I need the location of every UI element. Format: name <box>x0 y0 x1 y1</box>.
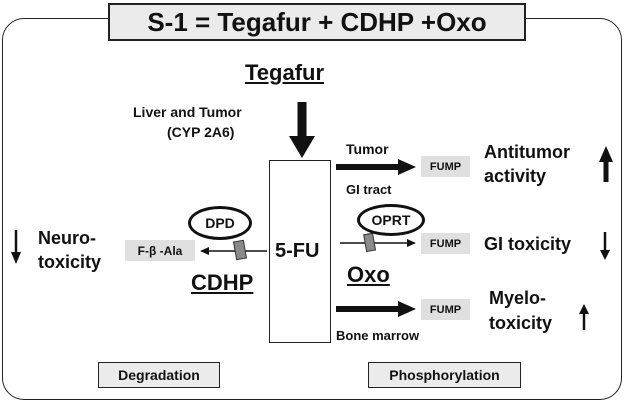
degradation-box: Degradation <box>98 362 220 388</box>
bone-marrow-label: Bone marrow <box>336 328 420 343</box>
gi-tract-label: GI tract <box>346 182 392 197</box>
fump-tag-tumor: FUMP <box>421 156 470 177</box>
f-beta-ala-tag: F-β -Ala <box>125 240 195 261</box>
bone-marrow-arrow-head <box>398 301 416 317</box>
oxo-label: Oxo <box>347 262 390 287</box>
myelotoxicity-label: toxicity <box>489 313 553 333</box>
antitumor-label: Antitumor <box>484 142 570 162</box>
gi-toxicity-label: GI toxicity <box>484 234 572 254</box>
tegafur-arrow-head <box>289 136 315 158</box>
title-box: S-1 = Tegafur + CDHP +Oxo <box>108 3 526 41</box>
cyp2a6-label: (CYP 2A6) <box>167 124 235 140</box>
tumor-label: Tumor <box>346 141 389 157</box>
degradation-arrow-head <box>200 247 209 255</box>
oxo-inhibitor-block <box>363 232 377 253</box>
myelo-label: Myelo- <box>489 288 547 308</box>
myelo-up-arrow-head <box>579 304 589 314</box>
gi-arrow-head <box>407 239 416 247</box>
fump-tag-bone-marrow: FUMP <box>421 299 470 320</box>
dpd-label: DPD <box>205 215 235 231</box>
neurotoxicity-label: toxicity <box>38 252 102 272</box>
oprt-oval: OPRT <box>357 204 425 236</box>
five-fu-box <box>269 160 331 343</box>
gi-down-arrow-head <box>600 250 610 260</box>
tumor-arrow-head <box>398 159 416 175</box>
five-fu-label: 5-FU <box>275 240 320 262</box>
dpd-oval: DPD <box>188 206 252 240</box>
cdhp-inhibitor-block <box>232 239 248 261</box>
fump-tag-gi: FUMP <box>421 233 470 254</box>
neuro-down-arrow-head <box>11 252 21 264</box>
oprt-label: OPRT <box>371 212 411 228</box>
cdhp-label: CDHP <box>191 270 254 295</box>
liver-tumor-label: Liver and Tumor <box>133 104 242 120</box>
neuro-label: Neuro- <box>38 228 96 248</box>
activity-label: activity <box>484 166 547 186</box>
phosphorylation-box: Phosphorylation <box>368 362 521 388</box>
antitumor-up-arrow-head <box>599 146 613 162</box>
tegafur-label: Tegafur <box>245 60 325 85</box>
